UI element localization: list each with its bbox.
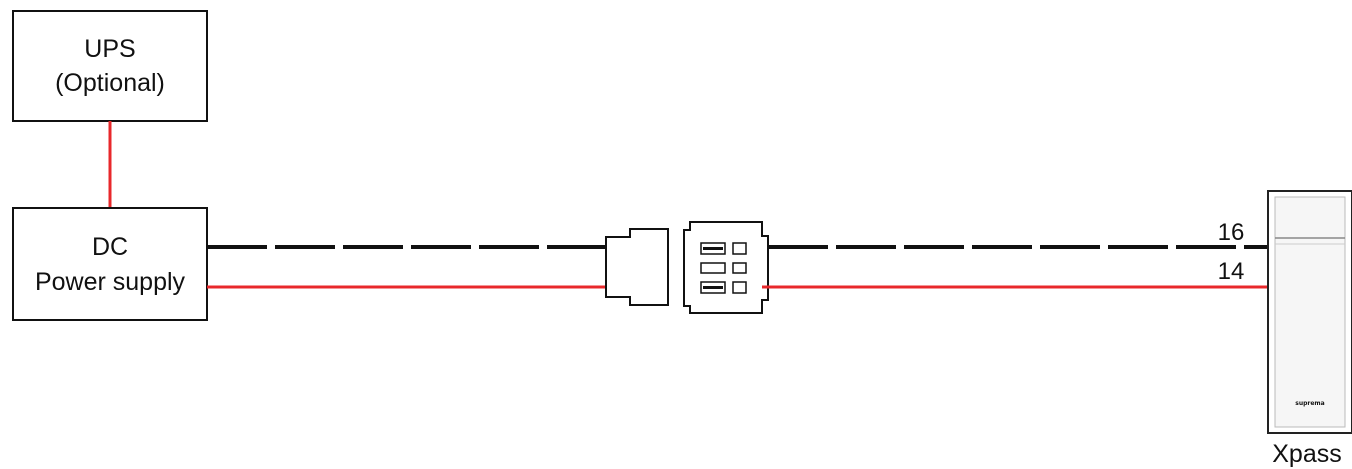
- ups-box-title: UPS: [84, 35, 135, 63]
- pin-16-label: 16: [1218, 219, 1245, 246]
- pin-14-label: 14: [1218, 258, 1245, 285]
- power-supply-title: DC: [92, 233, 128, 261]
- ups-box: UPS (Optional): [13, 11, 207, 121]
- xpass-device: suprema: [1268, 191, 1352, 433]
- xpass-label: Xpass: [1272, 440, 1341, 468]
- female-connector: [606, 229, 668, 305]
- power-supply-subtitle: Power supply: [35, 268, 186, 296]
- device-brand-logo: suprema: [1295, 400, 1324, 407]
- ups-box-subtitle: (Optional): [55, 69, 165, 97]
- power-supply-box: DC Power supply: [13, 208, 207, 320]
- male-connector: [684, 222, 768, 313]
